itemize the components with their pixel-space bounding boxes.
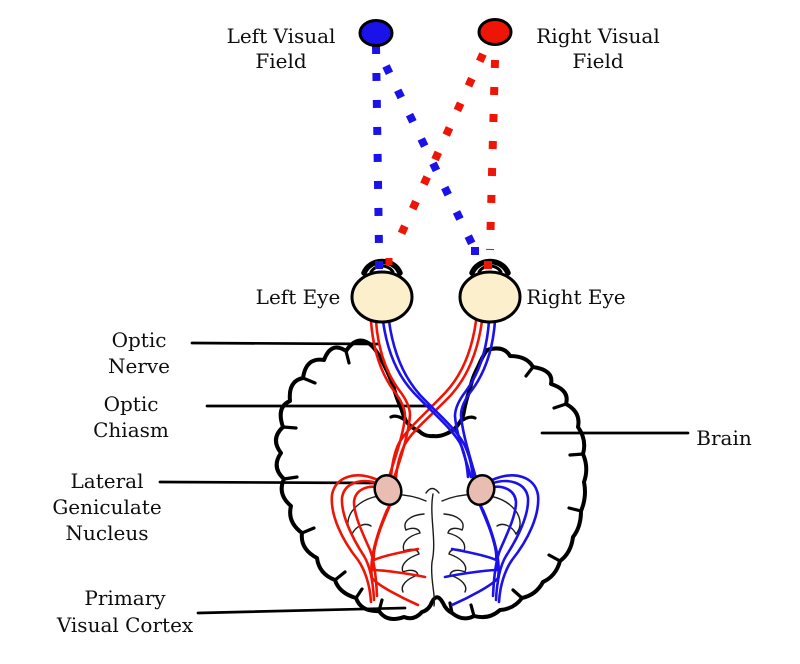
lgn-label-line2: Geniculate (52, 495, 161, 519)
sulcus-tick (552, 402, 568, 410)
sulcus-tick (344, 349, 351, 365)
right-visual-field-label: Right Visual (536, 24, 660, 48)
left-field-to-left-eye-dotted (372, 45, 383, 251)
sulcus-tick (568, 452, 585, 457)
optic-nerve-label-line2: Nerve (108, 354, 170, 378)
lgn-leader (158, 480, 380, 485)
left-eyeball (350, 270, 414, 324)
text-labels: Left Visual Field Right Visual Field Lef… (52, 24, 752, 637)
optic-nerve-label: Optic (112, 328, 167, 352)
optic-radiation-fan (370, 508, 420, 607)
right-eye-label: Right Eye (526, 285, 625, 309)
right-lgn (466, 474, 496, 506)
left-field-to-right-eye-dotted (382, 64, 477, 248)
optic-fiber (394, 319, 484, 480)
optic-radiation-fan (450, 508, 500, 607)
red-dotted-lines (390, 52, 499, 252)
primary-visual-cortex-label-line2: Visual Cortex (56, 613, 194, 637)
optic-fiber (453, 319, 491, 479)
right-visual-field-label-line2: Field (572, 49, 624, 73)
sulcus-tick (282, 475, 299, 481)
sulcus-tick (448, 601, 454, 615)
sulcus-tick (281, 425, 298, 430)
sulcus-tick (354, 587, 364, 600)
left-lgn (373, 474, 403, 506)
optic-fiber (389, 319, 478, 479)
sulcus-tick (511, 588, 524, 600)
right-cornea-red-dot (484, 261, 492, 269)
sulcus-tick (469, 603, 476, 618)
lgn-label: Lateral (71, 469, 144, 493)
sulcus-tick (524, 365, 535, 378)
left-eye-group (350, 258, 414, 324)
left-visual-field-label: Left Visual (227, 24, 336, 48)
sulcus-tick (301, 376, 317, 385)
left-visual-field-label-line2: Field (255, 49, 307, 73)
sulcus-tick (300, 526, 316, 535)
optic-radiation-loop (486, 485, 518, 598)
ventricle-caret (425, 487, 440, 494)
blue-fibers (381, 319, 540, 607)
sulcus-tick (547, 553, 562, 563)
primary-visual-cortex-label: Primary (84, 586, 166, 610)
lgn-label-line3: Nucleus (66, 521, 149, 545)
left-visual-field-marker (358, 19, 394, 47)
sulcus-tick (567, 506, 583, 513)
blue-dotted-lines (372, 45, 477, 251)
right-eye-group (458, 247, 522, 324)
brain-label: Brain (696, 426, 752, 450)
optic-radiation-loop (330, 474, 380, 604)
left-cornea-red-dot (385, 258, 393, 265)
left-eye-label: Left Eye (256, 285, 341, 309)
right-eyeball (458, 270, 522, 324)
primary-visual-cortex-leader (196, 606, 407, 615)
optic-radiation-loop (352, 485, 384, 598)
right-visual-field-marker (477, 18, 513, 46)
optic-nerve-leader (190, 341, 380, 346)
optic-chiasm-label-line2: Chiasm (93, 418, 169, 442)
optic-fiber (459, 319, 497, 480)
optic-radiation-loop (490, 474, 540, 604)
right-field-to-right-eye-dotted (486, 59, 499, 251)
right-cornea-blue-dot (471, 247, 479, 255)
red-fibers (330, 319, 484, 607)
sulcus-tick (333, 570, 347, 582)
left-cornea-blue-dot (375, 261, 383, 269)
ventricle-midline (430, 493, 436, 607)
optic-chiasm-label: Optic (104, 392, 159, 416)
leader-lines (158, 341, 690, 615)
